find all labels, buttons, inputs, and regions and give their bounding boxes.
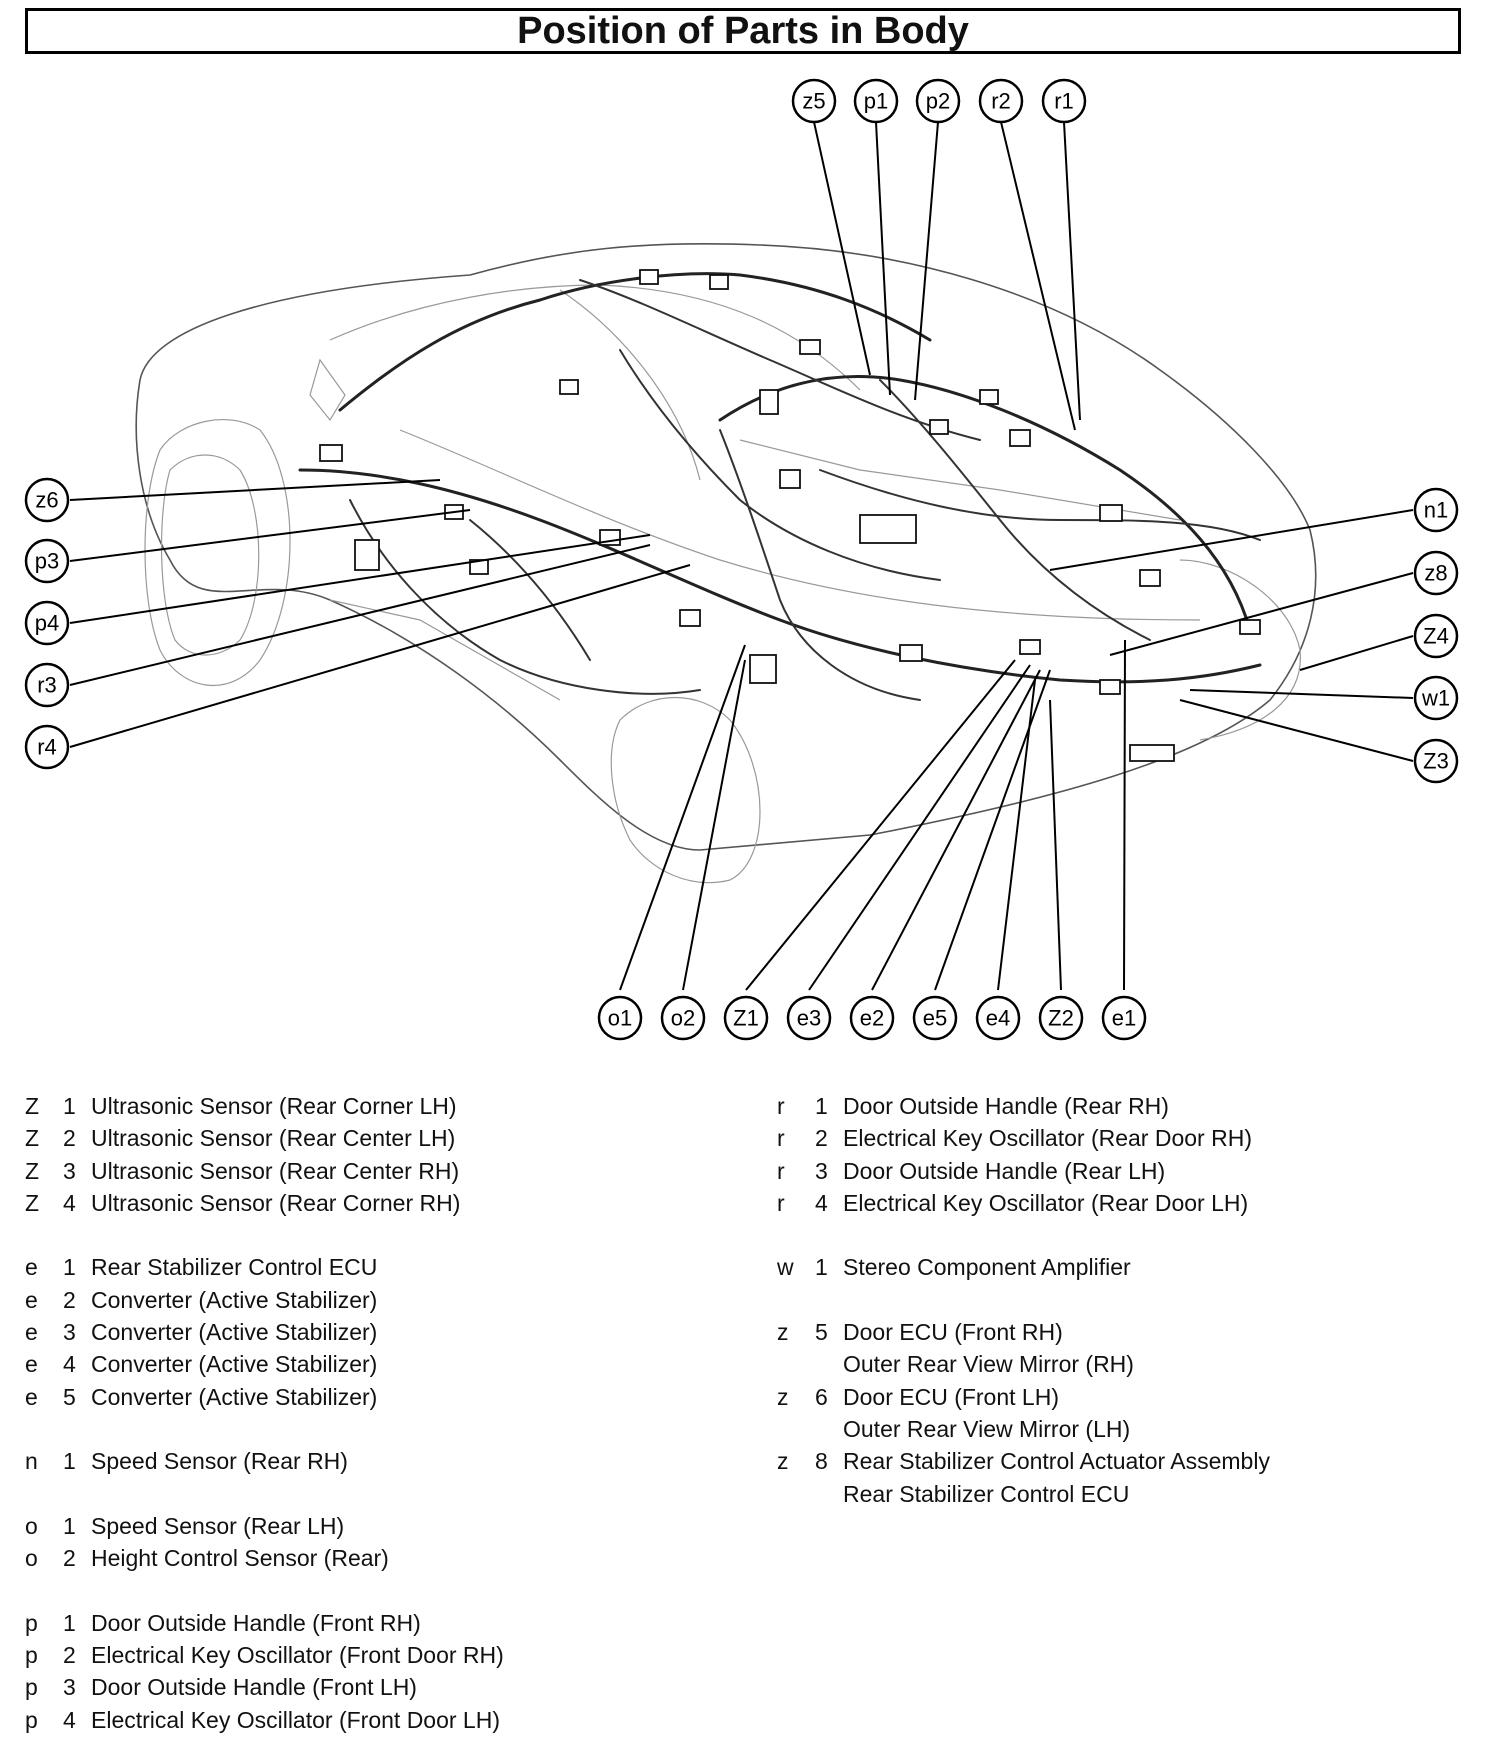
- callout-e2: e2: [849, 995, 895, 1041]
- svg-text:e3: e3: [797, 1006, 821, 1031]
- car-outline: [135, 242, 1317, 884]
- callout-r2: r2: [978, 78, 1024, 124]
- callout-z8: z8: [1413, 550, 1459, 596]
- svg-text:r2: r2: [991, 89, 1011, 114]
- svg-text:e2: e2: [860, 1006, 884, 1031]
- svg-text:n1: n1: [1424, 498, 1448, 523]
- svg-text:e4: e4: [986, 1006, 1010, 1031]
- callout-p3: p3: [24, 538, 70, 584]
- callout-o2: o2: [660, 995, 706, 1041]
- title-box: Position of Parts in Body: [25, 8, 1461, 54]
- callout-e4: e4: [975, 995, 1021, 1041]
- svg-text:p2: p2: [926, 89, 950, 114]
- svg-text:Z1: Z1: [733, 1006, 759, 1031]
- svg-text:Z2: Z2: [1048, 1006, 1074, 1031]
- svg-text:z6: z6: [35, 488, 58, 513]
- callout-e5: e5: [912, 995, 958, 1041]
- page-title: Position of Parts in Body: [517, 10, 969, 52]
- callout-Z4: Z4: [1413, 613, 1459, 659]
- svg-text:r1: r1: [1054, 89, 1074, 114]
- callout-z6: z6: [24, 477, 70, 523]
- svg-text:z8: z8: [1424, 561, 1447, 586]
- leader-lines: [69, 121, 1414, 991]
- callout-z5: z5: [791, 78, 837, 124]
- connectors: [319, 269, 1261, 762]
- svg-text:w1: w1: [1421, 686, 1450, 711]
- callout-Z2: Z2: [1038, 995, 1084, 1041]
- car-body-diagram: z5 p1 p2 r2 r1 z6 p3 p4 r3 r4 n1 z8 Z4 w…: [24, 78, 1459, 1041]
- callout-r4: r4: [24, 724, 70, 770]
- callout-e1: e1: [1101, 995, 1147, 1041]
- legend-row-continuation: Outer Rear View Mirror (LH): [843, 1415, 1131, 1442]
- svg-text:p1: p1: [864, 89, 888, 114]
- callout-n1: n1: [1413, 487, 1459, 533]
- svg-text:r4: r4: [37, 735, 57, 760]
- legend-row-continuation: Outer Rear View Mirror (RH): [843, 1351, 1134, 1378]
- callout-e3: e3: [786, 995, 832, 1041]
- callout-r3: r3: [24, 662, 70, 708]
- callout-p2: p2: [915, 78, 961, 124]
- callout-p4: p4: [24, 600, 70, 646]
- svg-text:Z3: Z3: [1423, 749, 1449, 774]
- svg-text:Z4: Z4: [1423, 624, 1449, 649]
- callout-p1: p1: [853, 78, 899, 124]
- svg-text:o2: o2: [671, 1006, 695, 1031]
- svg-text:e5: e5: [923, 1006, 947, 1031]
- svg-text:o1: o1: [608, 1006, 632, 1031]
- callout-w1: w1: [1413, 675, 1459, 721]
- svg-text:e1: e1: [1112, 1006, 1136, 1031]
- callout-r1: r1: [1041, 78, 1087, 124]
- svg-text:p4: p4: [35, 611, 59, 636]
- callout-o1: o1: [597, 995, 643, 1041]
- callout-Z3: Z3: [1413, 738, 1459, 784]
- svg-text:z5: z5: [802, 89, 825, 114]
- legend-row-continuation: Rear Stabilizer Control ECU: [843, 1480, 1130, 1507]
- svg-text:p3: p3: [35, 549, 59, 574]
- svg-text:r3: r3: [37, 673, 57, 698]
- callout-Z1: Z1: [723, 995, 769, 1041]
